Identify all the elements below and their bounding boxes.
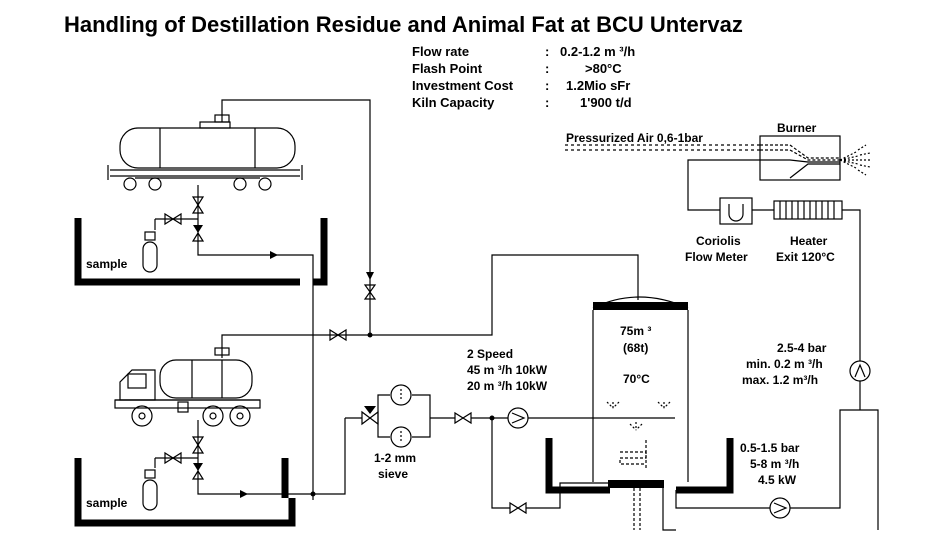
feed-label: 2.5-4 bar (777, 341, 827, 355)
road-tank-truck (114, 359, 261, 427)
spec-label: Flash Point (412, 61, 483, 76)
diagram-title: Handling of Destillation Residue and Ani… (64, 12, 743, 37)
heater-label-1: Heater (790, 234, 828, 248)
spec-sep: : (545, 78, 549, 93)
burner-label: Burner (777, 121, 817, 135)
feed-pump (849, 360, 871, 382)
top-sample-assembly (142, 185, 314, 500)
spec-value: 1'900 t/d (580, 95, 632, 110)
rail-tank-car (107, 121, 303, 191)
spec-label: Investment Cost (412, 78, 514, 93)
coriolis-flow-meter (719, 197, 753, 225)
storage-tank (592, 296, 689, 530)
tank-temp: 70°C (623, 372, 650, 386)
tank-pit (545, 438, 734, 494)
circ-pump-labels: 0.5-1.5 bar 5-8 m ³/h 4.5 kW (740, 441, 800, 487)
coriolis-label-2: Flow Meter (685, 250, 748, 264)
spec-value: 0.2-1.2 m ³/h (560, 44, 635, 59)
spec-value: 1.2Mio sFr (566, 78, 630, 93)
feed-label: min. 0.2 m ³/h (746, 357, 823, 371)
circulation-pump (769, 497, 791, 519)
heater-label-2: Exit 120°C (776, 250, 835, 264)
coriolis-label-1: Coriolis (696, 234, 741, 248)
air-label: Pressurized Air 0,6-1bar (566, 131, 703, 145)
circ-label: 0.5-1.5 bar (740, 441, 800, 455)
circ-label: 4.5 kW (758, 473, 797, 487)
circ-label: 5-8 m ³/h (750, 457, 799, 471)
spec-sep: : (545, 61, 549, 76)
sample-label-top: sample (86, 257, 128, 271)
spec-table: Flow rate : 0.2-1.2 m ³/h Flash Point : … (412, 44, 635, 110)
bottom-sample-assembly (142, 418, 346, 511)
tank-mass: (68t) (623, 341, 648, 355)
sieve-label-2: sieve (378, 467, 408, 481)
spec-sep: : (545, 44, 549, 59)
spec-sep: : (545, 95, 549, 110)
tank-volume: 75m ³ (620, 324, 651, 338)
heater (773, 200, 843, 220)
sieve-assembly (345, 384, 455, 448)
spec-value: >80°C (585, 61, 622, 76)
speed-label: 20 m ³/h 10kW (467, 379, 548, 393)
transfer-pump (507, 407, 529, 429)
sieve-label-1: 1-2 mm (374, 451, 416, 465)
bottom-pit (74, 458, 296, 527)
top-pit (74, 218, 328, 286)
feed-label: max. 1.2 m³/h (742, 373, 818, 387)
sample-label-bottom: sample (86, 496, 128, 510)
speed-label: 45 m ³/h 10kW (467, 363, 548, 377)
tank-labels: 75m ³ (68t) 70°C (620, 324, 651, 386)
spec-label: Kiln Capacity (412, 95, 495, 110)
feed-pump-labels: 2.5-4 bar min. 0.2 m ³/h max. 1.2 m³/h (742, 341, 827, 387)
spec-label: Flow rate (412, 44, 469, 59)
speed-label: 2 Speed (467, 347, 513, 361)
pump-speed-labels: 2 Speed 45 m ³/h 10kW 20 m ³/h 10kW (467, 347, 548, 393)
burner (759, 135, 871, 181)
